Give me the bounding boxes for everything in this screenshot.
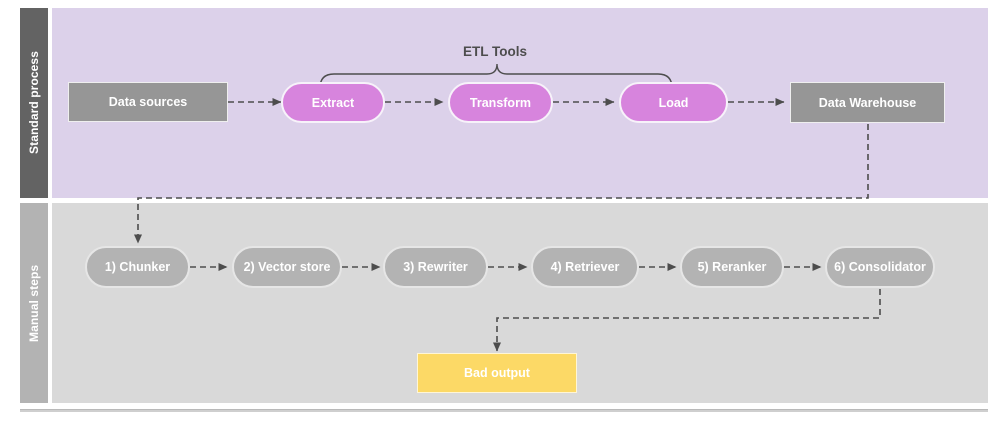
node-vector-store[interactable]: 2) Vector store <box>232 246 342 288</box>
lane-label-standard-process: Standard process <box>20 8 48 198</box>
node-bad-output[interactable]: Bad output <box>417 353 577 393</box>
node-reranker[interactable]: 5) Reranker <box>680 246 784 288</box>
node-extract[interactable]: Extract <box>281 82 385 123</box>
etl-tools-label: ETL Tools <box>463 44 527 59</box>
bottom-divider-rule <box>20 409 988 412</box>
node-rewriter[interactable]: 3) Rewriter <box>383 246 488 288</box>
lane-label-manual-steps: Manual steps <box>20 203 48 403</box>
node-consolidator[interactable]: 6) Consolidator <box>825 246 935 288</box>
node-data-sources[interactable]: Data sources <box>68 82 228 122</box>
node-data-warehouse[interactable]: Data Warehouse <box>790 82 945 123</box>
node-retriever[interactable]: 4) Retriever <box>531 246 639 288</box>
node-chunker[interactable]: 1) Chunker <box>85 246 190 288</box>
node-transform[interactable]: Transform <box>448 82 553 123</box>
node-load[interactable]: Load <box>619 82 728 123</box>
